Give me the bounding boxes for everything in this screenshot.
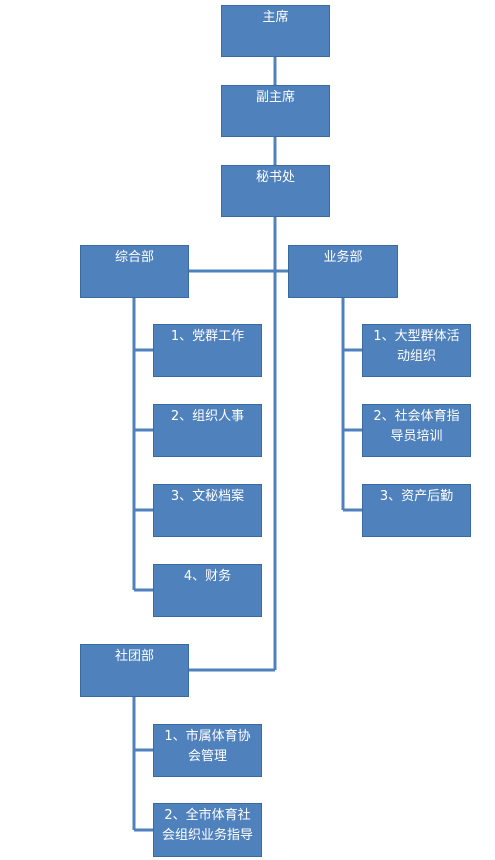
general-item-label-4: 4、财务 [183,569,232,584]
business-item-box-2: 2、社会体育指导员培训 [362,404,471,457]
business-item-label-3: 3、资产后勤 [379,489,454,504]
business-item-label-1: 1、大型群体活动组织 [373,329,460,364]
business-item-box-3: 3、资产后勤 [362,484,471,537]
business-item-label-2: 2、社会体育指导员培训 [373,409,460,444]
associations-dept-box: 社团部 [80,644,189,697]
general-dept-box: 综合部 [80,245,189,298]
general-item-label-2: 2、组织人事 [170,409,245,424]
secretariat-box: 秘书处 [221,165,330,217]
general-item-label-1: 1、党群工作 [170,329,245,344]
secretariat-label: 秘书处 [255,170,295,185]
general-item-label-3: 3、文秘档案 [170,489,245,504]
business-dept-box: 业务部 [288,245,398,298]
associations-item-box-1: 1、市属体育协会管理 [153,724,262,777]
vice-chairman-label: 副主席 [255,90,295,105]
general-dept-title: 综合部 [114,250,154,265]
general-item-box-1: 1、党群工作 [153,324,262,377]
associations-dept-title: 社团部 [114,649,154,664]
chairman-box: 主席 [221,5,330,57]
general-item-box-2: 2、组织人事 [153,404,262,457]
vice-chairman-box: 副主席 [221,85,330,137]
associations-item-label-1: 1、市属体育协会管理 [164,729,251,764]
general-item-box-3: 3、文秘档案 [153,484,262,537]
associations-item-label-2: 2、全市体育社会组织业务指导 [161,808,253,843]
business-dept-title: 业务部 [323,250,363,265]
chairman-label: 主席 [262,10,289,25]
general-item-box-4: 4、财务 [153,564,262,617]
business-item-box-1: 1、大型群体活动组织 [362,324,471,377]
associations-item-box-2: 2、全市体育社会组织业务指导 [153,803,262,857]
